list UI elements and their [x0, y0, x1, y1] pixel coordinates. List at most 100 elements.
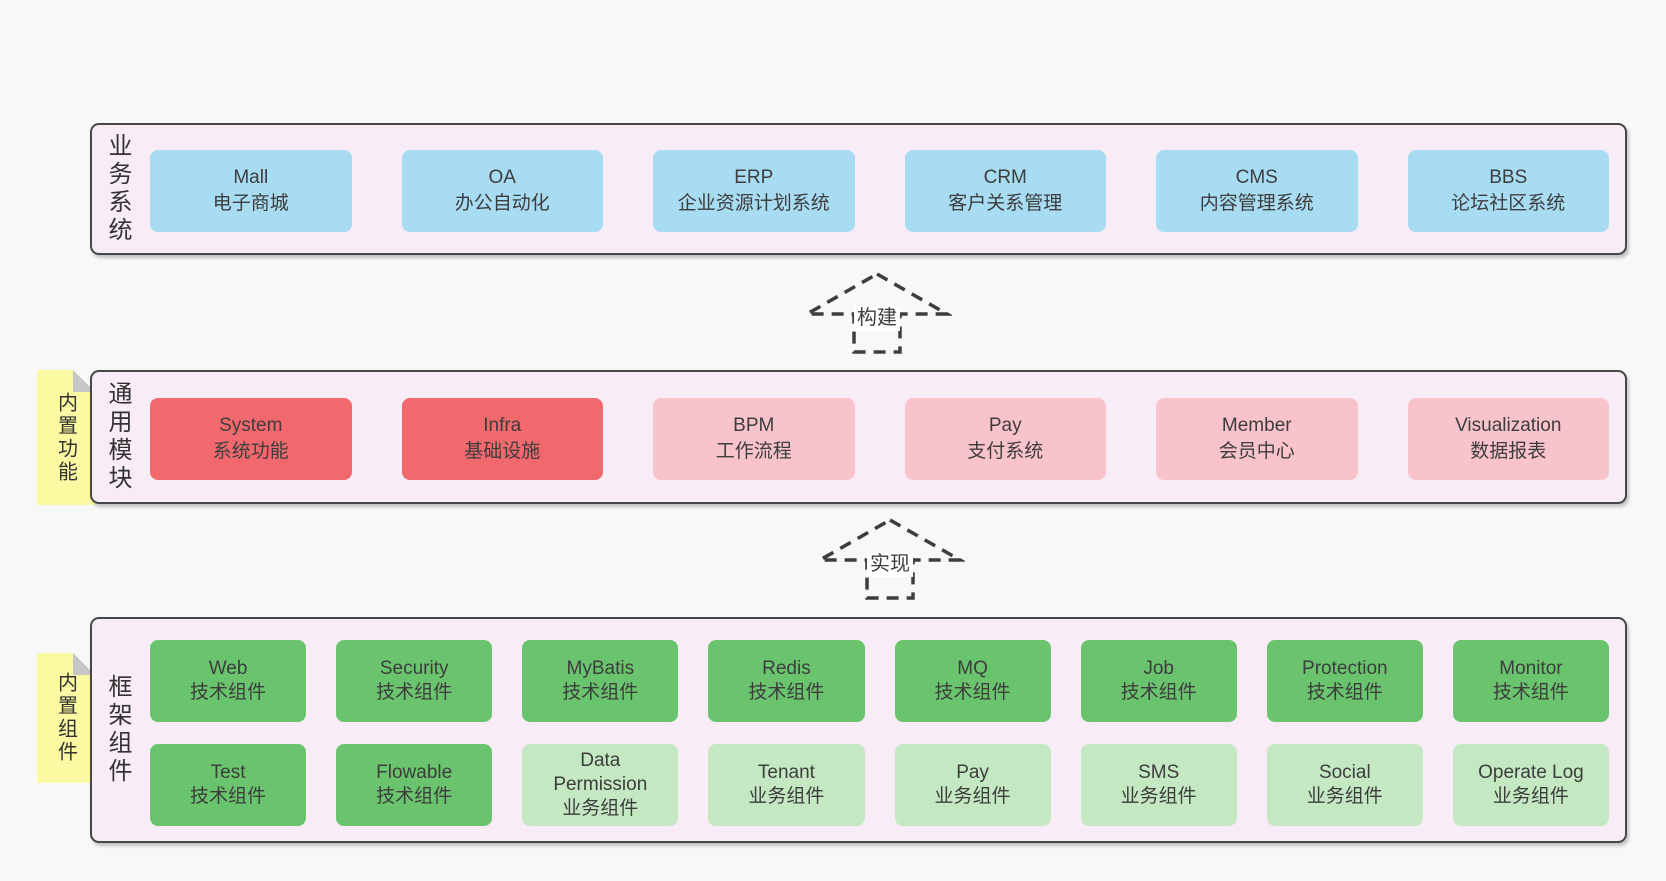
box-subtitle: 技术组件 — [190, 786, 267, 807]
box-title: Member — [1221, 415, 1292, 436]
box-title: MyBatis — [566, 658, 635, 679]
box-subtitle: 技术组件 — [1492, 682, 1569, 703]
arrow-build: 构建 — [802, 270, 952, 356]
box-subtitle: 业务组件 — [748, 786, 825, 807]
box-subtitle: 技术组件 — [748, 682, 825, 703]
sticky-tab-label: 内置功能 — [54, 391, 77, 484]
layer-common-modules: 通用模块 System 系统功能 Infra 基础设施 BPM 工作流程 Pay… — [90, 370, 1627, 504]
box-data-permission: Data Permission 业务组件 — [522, 744, 679, 826]
box-bbs: BBS 论坛社区系统 — [1407, 150, 1609, 232]
box-subtitle: 技术组件 — [1306, 682, 1383, 703]
box-title: CRM — [983, 167, 1027, 188]
layer-framework-components: 框架组件 Web 技术组件 Security 技术组件 MyBatis 技术组件… — [90, 617, 1627, 843]
box-pay-system: Pay 支付系统 — [904, 398, 1106, 480]
box-subtitle: 系统功能 — [212, 441, 289, 462]
box-title: Monitor — [1499, 658, 1563, 679]
box-mall: Mall 电子商城 — [150, 150, 352, 232]
dashed-up-arrow-icon — [802, 271, 952, 354]
box-subtitle: 业务组件 — [934, 786, 1011, 807]
box-title: Protection — [1302, 658, 1388, 679]
box-subtitle: 业务组件 — [1120, 786, 1197, 807]
box-member: Member 会员中心 — [1156, 398, 1358, 480]
box-monitor: Monitor 技术组件 — [1452, 640, 1609, 722]
box-cms: CMS 内容管理系统 — [1156, 150, 1358, 232]
box-title: Data Permission — [553, 750, 648, 795]
box-flowable: Flowable 技术组件 — [336, 744, 493, 826]
box-mq: MQ 技术组件 — [894, 640, 1051, 722]
box-subtitle: 电子商城 — [212, 193, 289, 214]
box-web: Web 技术组件 — [150, 640, 307, 722]
box-mybatis: MyBatis 技术组件 — [522, 640, 679, 722]
box-tenant: Tenant 业务组件 — [708, 744, 865, 826]
box-title: BBS — [1489, 167, 1528, 188]
layer-title: 通用模块 — [104, 381, 131, 493]
box-title: Test — [210, 762, 246, 783]
box-subtitle: 会员中心 — [1218, 441, 1295, 462]
box-subtitle: 技术组件 — [562, 682, 639, 703]
layer-business-systems: 业务系统 Mall 电子商城 OA 办公自动化 ERP 企业资源计划系统 CRM… — [90, 123, 1627, 255]
box-title: Infra — [483, 415, 522, 436]
box-subtitle: 支付系统 — [967, 441, 1044, 462]
box-title: Job — [1143, 658, 1174, 679]
box-title: Mall — [233, 167, 269, 188]
arrow-implement: 实现 — [815, 516, 965, 602]
box-pay-component: Pay 业务组件 — [894, 744, 1051, 826]
box-title: Visualization — [1455, 415, 1562, 436]
box-subtitle: 业务组件 — [562, 798, 639, 819]
box-job: Job 技术组件 — [1080, 640, 1237, 722]
box-subtitle: 业务组件 — [1306, 786, 1383, 807]
box-subtitle: 业务组件 — [1492, 786, 1569, 807]
box-title: Security — [379, 658, 449, 679]
box-subtitle: 技术组件 — [934, 682, 1011, 703]
box-system: System 系统功能 — [150, 398, 352, 480]
box-operate-log: Operate Log 业务组件 — [1452, 744, 1609, 826]
box-title: Pay — [988, 415, 1022, 436]
box-subtitle: 内容管理系统 — [1199, 193, 1314, 214]
box-title: Web — [208, 658, 248, 679]
arrow-label: 实现 — [867, 552, 913, 577]
box-title: Operate Log — [1478, 762, 1584, 783]
box-title: Redis — [762, 658, 811, 679]
box-title: System — [219, 415, 283, 436]
box-subtitle: 企业资源计划系统 — [677, 193, 830, 214]
sticky-tab-built-in-components: 内置组件 — [37, 653, 95, 783]
box-subtitle: 技术组件 — [376, 786, 453, 807]
box-row: Web 技术组件 Security 技术组件 MyBatis 技术组件 Redi… — [150, 640, 1609, 722]
box-subtitle: 论坛社区系统 — [1451, 193, 1566, 214]
box-subtitle: 技术组件 — [376, 682, 453, 703]
sticky-tab-built-in-features: 内置功能 — [37, 370, 95, 505]
box-row: System 系统功能 Infra 基础设施 BPM 工作流程 Pay 支付系统… — [150, 398, 1609, 480]
box-subtitle: 基础设施 — [464, 441, 541, 462]
box-subtitle: 客户关系管理 — [948, 193, 1063, 214]
arrow-label: 构建 — [854, 306, 900, 331]
box-crm: CRM 客户关系管理 — [904, 150, 1106, 232]
box-title: Pay — [956, 762, 989, 783]
box-test: Test 技术组件 — [150, 744, 307, 826]
box-subtitle: 工作流程 — [715, 441, 792, 462]
box-title: MQ — [957, 658, 988, 679]
box-sms: SMS 业务组件 — [1080, 744, 1237, 826]
box-erp: ERP 企业资源计划系统 — [653, 150, 855, 232]
box-social: Social 业务组件 — [1266, 744, 1423, 826]
box-title: Flowable — [376, 762, 453, 783]
box-infra: Infra 基础设施 — [401, 398, 603, 480]
box-title: SMS — [1138, 762, 1180, 783]
box-subtitle: 技术组件 — [190, 682, 267, 703]
box-title: Tenant — [757, 762, 815, 783]
box-title: CMS — [1235, 167, 1278, 188]
box-title: BPM — [733, 415, 775, 436]
box-title: ERP — [734, 167, 774, 188]
box-subtitle: 办公自动化 — [454, 193, 550, 214]
box-redis: Redis 技术组件 — [708, 640, 865, 722]
dashed-up-arrow-icon — [815, 517, 965, 600]
box-title: Social — [1318, 762, 1371, 783]
layer-title: 框架组件 — [104, 674, 131, 786]
box-subtitle: 数据报表 — [1470, 441, 1547, 462]
box-bpm: BPM 工作流程 — [653, 398, 855, 480]
layer-title: 业务系统 — [104, 133, 131, 245]
box-oa: OA 办公自动化 — [401, 150, 603, 232]
sticky-tab-label: 内置组件 — [54, 672, 77, 764]
box-subtitle: 技术组件 — [1120, 682, 1197, 703]
box-visualization: Visualization 数据报表 — [1407, 398, 1609, 480]
